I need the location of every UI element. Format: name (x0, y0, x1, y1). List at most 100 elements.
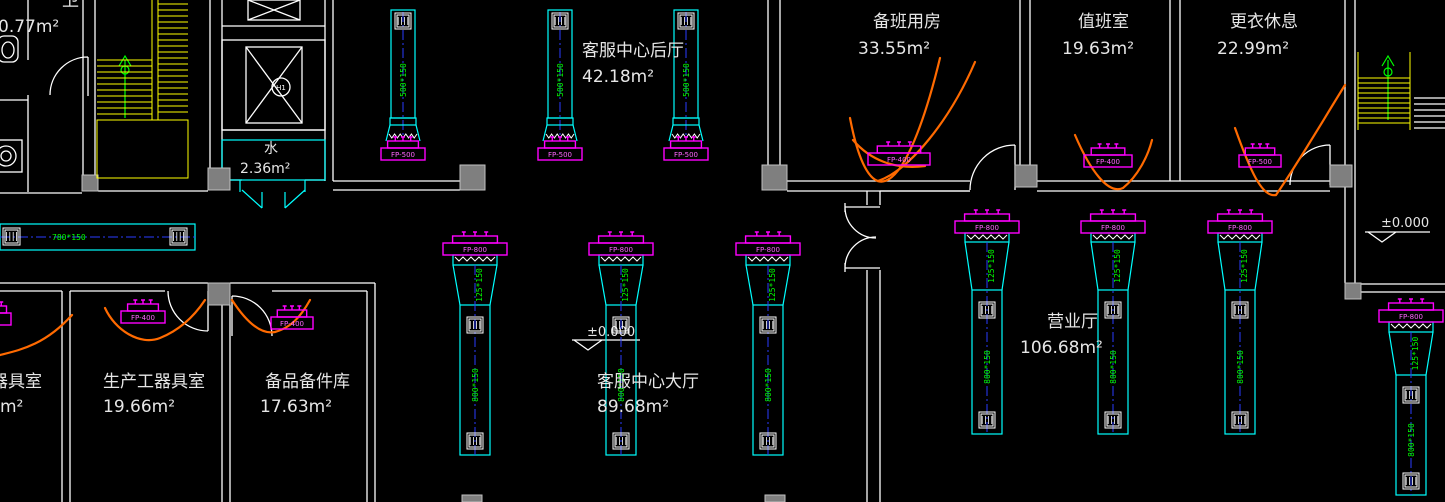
branch-supply-duct: FP-500 500*150 (380, 9, 426, 161)
fcu-body (270, 316, 314, 330)
grille-louvers (981, 416, 993, 424)
grille-louvers (615, 321, 627, 329)
room-area: 106.68m² (1020, 338, 1103, 358)
grille-frame (1231, 411, 1249, 429)
supply-duct-run: FP-800 125*150 800*150 (442, 231, 508, 456)
grille-louvers (554, 17, 566, 25)
fcu-model-label: FP-800 (1228, 224, 1252, 232)
room-area: 42.18m² (582, 67, 654, 87)
supply-grille (612, 432, 630, 450)
supply-grille (612, 316, 630, 334)
elevation-label-center: ±0.000 (587, 325, 635, 340)
grille-inner-frame (614, 434, 628, 448)
duct-neck-size-label: 125*150 (1113, 249, 1122, 283)
duct-trunk-size-label: 800*150 (471, 368, 480, 402)
fcu-body (1083, 154, 1133, 168)
column (1344, 282, 1362, 300)
elevation-label-east: ±0.000 (1381, 216, 1429, 231)
fcu-pipe-stubs (1097, 143, 1119, 148)
fcu-model-label: FP-400 (131, 314, 155, 322)
grille-inner-frame (761, 318, 775, 332)
duct-trunk (971, 289, 1003, 435)
supply-grille (677, 12, 695, 30)
fcu-pipe-stubs (1250, 143, 1270, 148)
column (1329, 164, 1353, 188)
fcu-pipe-stubs (1397, 298, 1425, 303)
grille-frame (1104, 411, 1122, 429)
structural-columns (81, 164, 1362, 502)
grille-inner-frame (396, 14, 410, 28)
elevator-label: H1 (276, 84, 286, 92)
grille-inner-frame (679, 14, 693, 28)
grille-louvers (6, 232, 17, 241)
grille-inner-frame (468, 434, 482, 448)
grille-louvers (1405, 391, 1417, 399)
fan-coil-unit: FP-800 (1207, 209, 1273, 234)
supply-grille (551, 12, 569, 30)
room-area: 89.68m² (597, 397, 669, 417)
supply-grille (394, 12, 412, 30)
grille-inner-frame (553, 14, 567, 28)
duct-size-label: 500*150 (682, 63, 691, 97)
duct-reducer (542, 124, 578, 142)
stair-landing-west (96, 119, 189, 179)
supply-grille (466, 432, 484, 450)
supply-grille (1231, 411, 1249, 429)
duct-trunk-size-label: 800*150 (1407, 423, 1416, 457)
grille-frame (2, 227, 21, 246)
grille-inner-frame (980, 303, 994, 317)
column (81, 174, 99, 192)
room-area: 19.66m² (103, 397, 175, 417)
pipe-west-room (0, 313, 74, 357)
return-air-grille (454, 256, 496, 262)
duct-reducer (452, 264, 498, 306)
stair-treads-east-lower (1414, 97, 1445, 129)
grille-inner-frame (1404, 388, 1418, 402)
fcu-body (380, 147, 426, 161)
fan-coil-unit: FP-500 (380, 136, 426, 161)
grille-louvers (469, 437, 481, 445)
fan-coil-unit: FP-400 (1083, 143, 1133, 168)
fcu-body (0, 312, 12, 326)
shaft-top-cross (247, 0, 301, 21)
grille-louvers (397, 17, 409, 25)
duct-size-label: 500*150 (399, 63, 408, 97)
pipe-duty-room (1073, 133, 1154, 191)
duct-neck-size-label: 125*150 (768, 268, 777, 302)
elevator-cross (245, 46, 303, 124)
grille-frame (169, 227, 188, 246)
grille-frame (1402, 386, 1420, 404)
supply-grille (1104, 301, 1122, 319)
fcu-body (1238, 154, 1282, 168)
return-air-grille (600, 256, 642, 262)
duct-neck-size-label: 125*150 (475, 268, 484, 302)
elevator-shafts: H1 (221, 0, 326, 181)
double-door-hall (844, 203, 880, 272)
fan-coil-unit: FP-800 (442, 231, 508, 256)
grille-louvers (1405, 477, 1417, 485)
room-name: 客服中心大厅 (597, 372, 699, 392)
supply-grille (1402, 386, 1420, 404)
grille-inner-frame (761, 434, 775, 448)
grille-louvers (1234, 306, 1246, 314)
fan-coil-unit: FP-400 (867, 141, 931, 166)
fan-coil-unit: FP-400 (270, 305, 314, 330)
supply-grille (1104, 411, 1122, 429)
return-air-grille (1219, 234, 1261, 240)
elevator-tag-circle (271, 77, 291, 97)
duct-size-label: 780*150 (52, 233, 86, 242)
fcu-pipe-stubs (393, 136, 413, 141)
pipe-spare-parts-room (230, 298, 312, 334)
fcu-body (588, 242, 654, 256)
fcu-model-label: FP-500 (674, 151, 698, 159)
duct-reducer (1217, 241, 1263, 291)
fcu-pipe-stubs (754, 231, 782, 236)
stair-treads-west (97, 3, 188, 115)
water-room-outline (221, 139, 326, 181)
stair-treads-east (1357, 52, 1411, 130)
fcu-model-label: FP-800 (975, 224, 999, 232)
